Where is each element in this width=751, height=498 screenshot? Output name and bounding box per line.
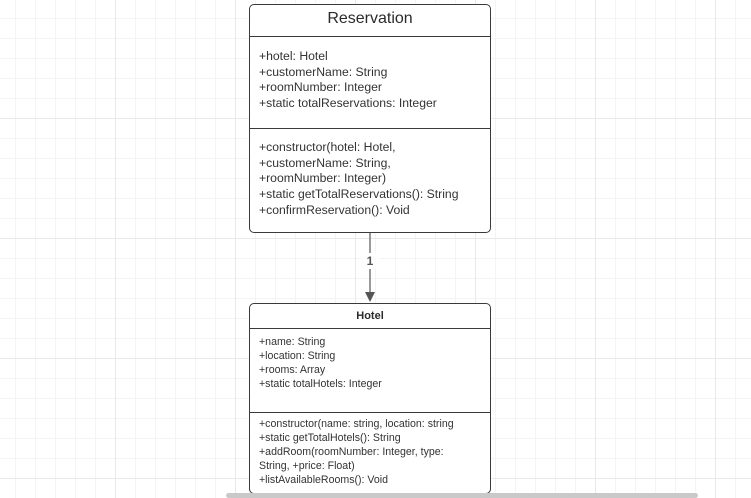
method-line: +customerName: String, bbox=[259, 155, 391, 170]
method-line: +roomNumber: Integer) bbox=[259, 171, 387, 186]
attribute-line: +hotel: Hotel bbox=[259, 49, 328, 63]
method-line: String, +price: Float) bbox=[259, 460, 355, 472]
attribute-line: +rooms: Array bbox=[259, 364, 326, 376]
method-line: +addRoom(roomNumber: Integer, type: bbox=[259, 446, 444, 458]
hotel-class-name: Hotel bbox=[250, 304, 490, 329]
reservation-class-name: Reservation bbox=[250, 5, 490, 37]
multiplicity-label: 1 bbox=[361, 253, 379, 269]
hotel-methods: +constructor(name: string, location: str… bbox=[250, 412, 490, 487]
horizontal-scrollbar[interactable] bbox=[226, 493, 698, 498]
method-line: +static getTotalHotels(): String bbox=[259, 432, 401, 444]
attribute-line: +customerName: String bbox=[259, 64, 388, 79]
reservation-methods: +constructor(hotel: Hotel, +customerName… bbox=[250, 128, 490, 219]
hotel-attributes: +name: String +location: String +rooms: … bbox=[250, 329, 490, 412]
attribute-line: +roomNumber: Integer bbox=[259, 80, 382, 95]
attribute-line: +static totalHotels: Integer bbox=[259, 378, 382, 390]
hotel-class-box[interactable]: Hotel +name: String +location: String +r… bbox=[249, 303, 491, 494]
method-line: +constructor(name: string, location: str… bbox=[259, 418, 454, 430]
attribute-line: +location: String bbox=[259, 350, 336, 362]
association-arrowhead bbox=[365, 292, 375, 302]
method-line: +static getTotalReservations(): String bbox=[259, 187, 459, 202]
reservation-attributes: +hotel: Hotel +customerName: String +roo… bbox=[250, 37, 490, 128]
attribute-line: +name: String bbox=[259, 336, 326, 348]
method-line: +constructor(hotel: Hotel, bbox=[259, 140, 396, 154]
method-line: +confirmReservation(): Void bbox=[259, 202, 410, 217]
method-line: +listAvailableRooms(): Void bbox=[259, 474, 389, 486]
reservation-class-box[interactable]: Reservation +hotel: Hotel +customerName:… bbox=[249, 4, 491, 233]
attribute-line: +static totalReservations: Integer bbox=[259, 95, 437, 110]
